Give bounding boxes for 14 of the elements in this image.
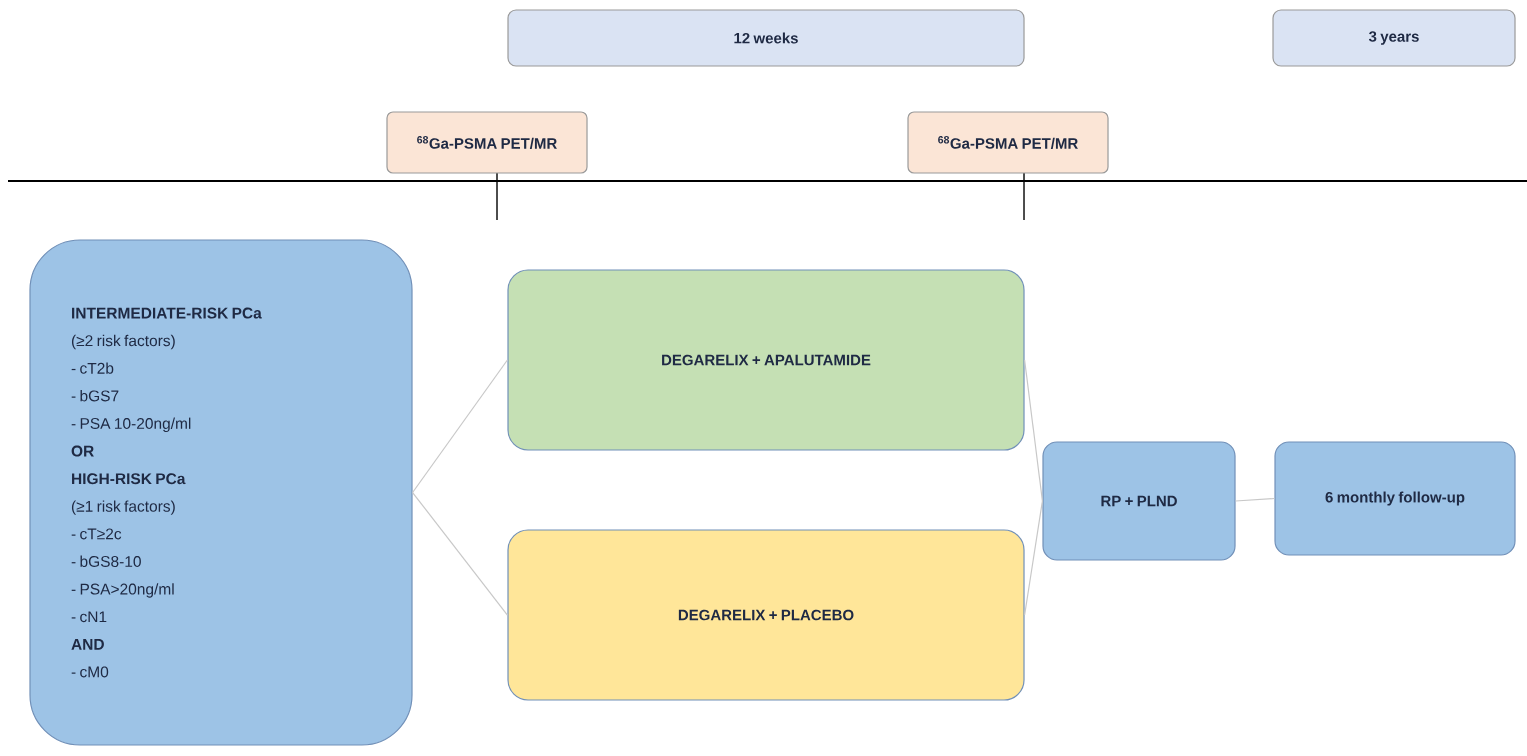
connector-line [412, 359, 508, 494]
step-box: RP + PLND [1042, 441, 1236, 561]
connector-line [412, 491, 508, 616]
imaging-box: $^{68}$Ga-PSMA PET/MR [386, 111, 588, 174]
treatment-box: DEGARELIX + PLACEBO [507, 529, 1025, 701]
treatment-box: DEGARELIX + APALUTAMIDE [507, 269, 1025, 451]
connector-line [1235, 497, 1275, 502]
connector-line [1024, 359, 1043, 502]
period-box: 3 years [1272, 9, 1516, 67]
imaging-box: $^{68}$Ga-PSMA PET/MR [907, 111, 1109, 174]
period-box: 12 weeks [507, 9, 1025, 67]
criteria-box: INTERMEDIATE-RISK PCa (≥2 risk factors) - cT2b - bGS7 - PSA 10-20ng/ml OR HIGH-RISK PCa (≥1 risk factors) - cT≥2c - bGS8-10 - PSA>20ng/ml - cN1 AND - cM0 [29, 239, 413, 746]
step-box: 6 monthly follow-up [1274, 441, 1516, 556]
connector-line [1024, 500, 1043, 616]
